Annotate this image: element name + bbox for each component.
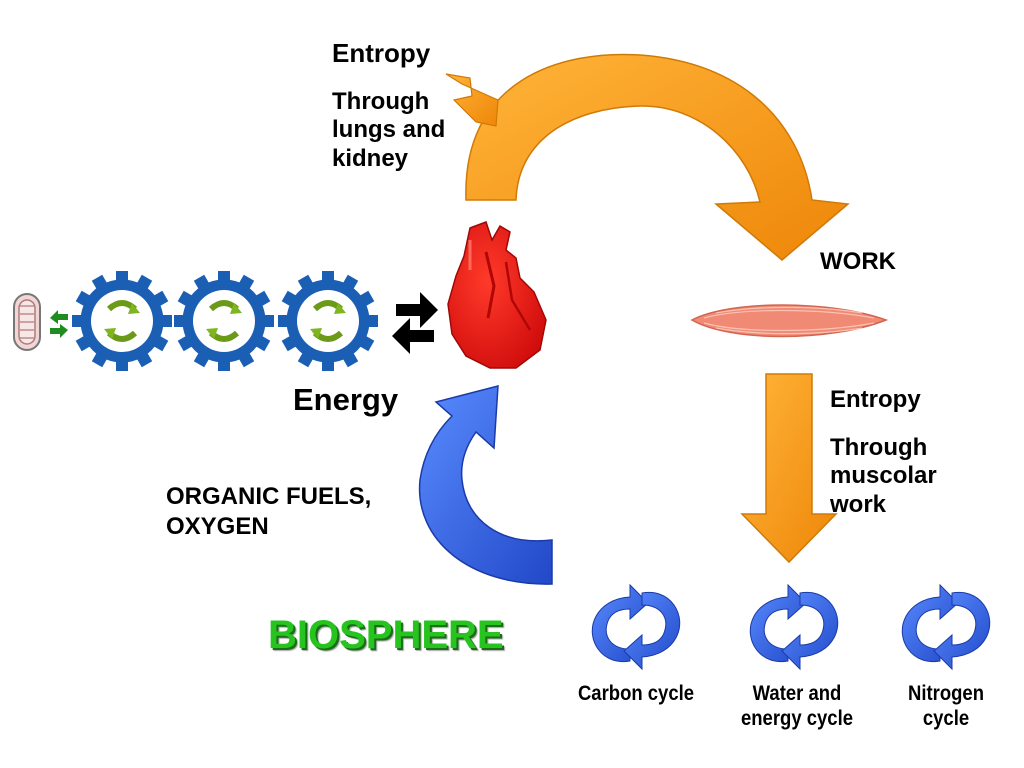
blue-curved-arrow [418,385,553,585]
gear-icon [174,271,274,371]
exchange-arrows-icon [392,292,438,354]
cycle-arrows-icon [901,584,991,670]
fuels-label: ORGANIC FUELS, OXYGEN [166,483,372,540]
energy-label: Energy [293,382,399,417]
cycle-arrows-icon [749,584,839,670]
biosphere-title: BIOSPHERE [268,613,504,657]
cycle-arrows-icon [591,584,681,670]
nitrogen-cycle-label: Nitrogen cycle [908,682,984,730]
work-label: WORK [820,248,896,275]
mitochondrion-icon [13,293,41,351]
entropy-top-note: Through lungs and kidney [332,88,446,172]
entropy-top-label: Entropy [332,38,431,68]
muscle-icon [690,304,889,338]
carbon-cycle-label: Carbon cycle [577,682,695,705]
orange-down-arrow [740,373,838,564]
water-energy-cycle-label: Water and energy cycle [740,682,853,730]
entropy-branch-arrow [445,73,499,127]
swap-arrows-icon [50,310,68,338]
gear-icon [278,271,378,371]
entropy-right-note: Through muscolar work [830,434,937,518]
gear-icon [72,271,172,371]
orange-arch-arrow [465,53,850,261]
heart-icon [447,221,547,369]
entropy-right-label: Entropy [830,386,921,413]
